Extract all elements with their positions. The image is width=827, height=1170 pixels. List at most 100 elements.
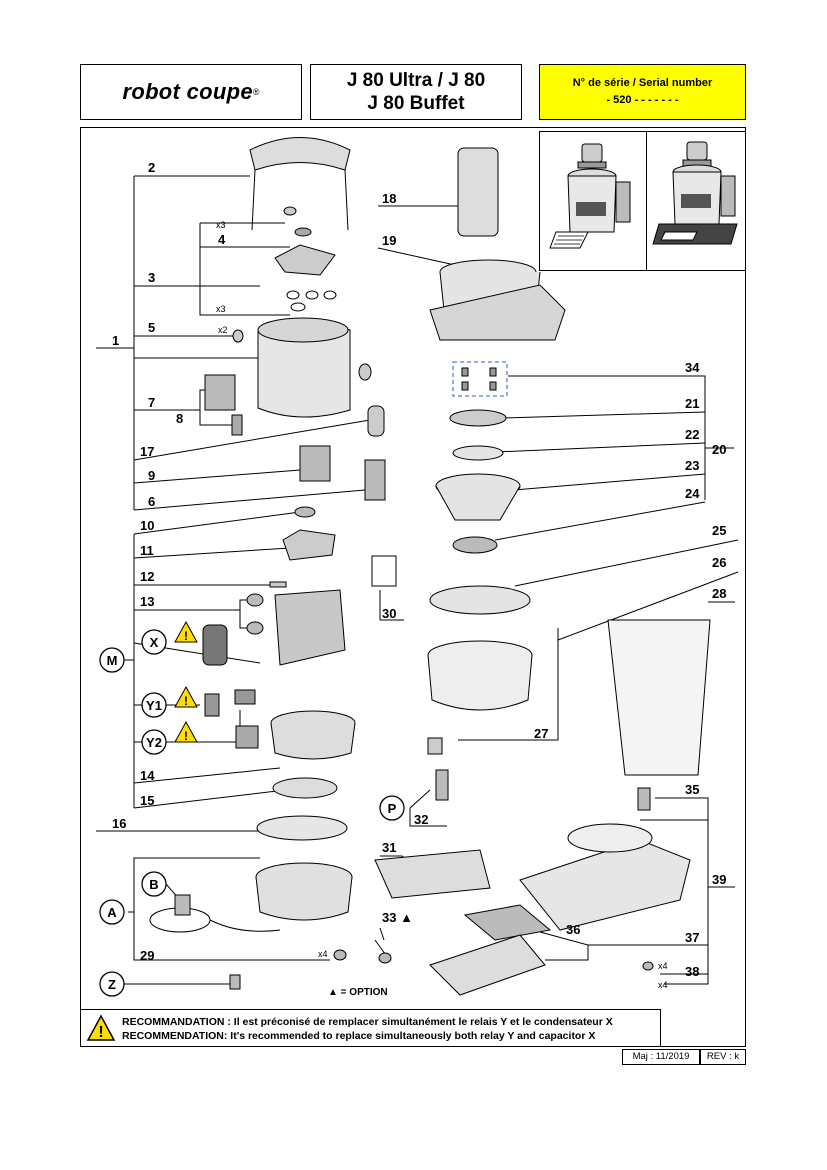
circle-y1 (141, 692, 167, 718)
juicer-thumbnail-1 (549, 143, 631, 249)
part-12-label: 12 (140, 569, 154, 584)
part-28-label: 28 (712, 586, 726, 601)
part-22-label: 22 (685, 427, 699, 442)
warning-y2-icon (174, 720, 198, 743)
option-legend: ▲ = OPTION (328, 987, 388, 998)
circle-b-label: B (149, 877, 158, 892)
drip-tray-part (374, 849, 491, 899)
qty-x3-upper: x3 (216, 220, 226, 230)
svg-text:!: ! (184, 729, 188, 743)
part-6-label: 6 (148, 494, 155, 509)
switch-part (204, 374, 236, 411)
qty-x4-feet: x4 (318, 949, 328, 959)
bearing-plate-part (274, 244, 336, 276)
motor-part (274, 589, 346, 666)
circle-y2-label: Y2 (146, 735, 162, 750)
circle-a-label: A (107, 905, 117, 920)
qty-x2: x2 (218, 325, 228, 335)
qty-x4-nut: x4 (658, 961, 668, 971)
juicer-thumbnail-2 (652, 141, 738, 245)
thumbnail-j80-buffet (646, 131, 746, 271)
serial-value: - 520 - - - - - - - (606, 94, 679, 106)
part-39-label: 39 (712, 872, 726, 887)
part-32-label: 32 (414, 812, 428, 827)
part-14-label: 14 (140, 768, 155, 783)
revision-code: REV : k (700, 1049, 746, 1065)
circle-y2 (141, 729, 167, 755)
svg-text:!: ! (184, 629, 188, 643)
model-title: J 80 Ultra / J 80 J 80 Buffet (310, 64, 522, 120)
part-number-labels: 1 2 3 4 5 6 7 8 9 10 11 12 13 14 15 16 1… (112, 160, 726, 979)
part-sketches (149, 137, 711, 996)
part-35-label: 35 (685, 782, 699, 797)
pulp-container-part (607, 619, 711, 776)
part-19-label: 19 (382, 233, 396, 248)
part-8-label: 8 (176, 411, 183, 426)
part-27-label: 27 (534, 726, 548, 741)
svg-text:!: ! (184, 694, 188, 708)
brand-logo: robot coupe® (80, 64, 302, 120)
circle-a (99, 899, 125, 925)
maj-date: Maj : 11/2019 (622, 1049, 700, 1065)
part-23-label: 23 (685, 458, 699, 473)
circle-y1-label: Y1 (146, 698, 162, 713)
part-24-label: 24 (685, 486, 700, 501)
screws-selection-box (452, 361, 508, 397)
part-18-label: 18 (382, 191, 396, 206)
part-7-label: 7 (148, 395, 155, 410)
recommendation-en: RECOMMENDATION: It's recommended to repl… (122, 1030, 596, 1042)
part-20-label: 20 (712, 442, 726, 457)
part-2-label: 2 (148, 160, 155, 175)
recommendation-box (80, 1009, 661, 1047)
circle-m (99, 647, 125, 673)
recommendation-fr: RECOMMANDATION : Il est préconisé de rem… (122, 1016, 613, 1028)
part-34-label: 34 (685, 360, 700, 375)
part-1-label: 1 (112, 333, 119, 348)
registered-mark: ® (252, 87, 260, 97)
circle-m-label: M (107, 653, 118, 668)
qty-x4-screw: x4 (658, 980, 668, 990)
circle-x (141, 629, 167, 655)
part-31-label: 31 (382, 840, 396, 855)
circle-markers (99, 629, 405, 997)
part-16-label: 16 (112, 816, 126, 831)
part-4-label: 4 (218, 232, 226, 247)
part-33-label: 33 ▲ (382, 910, 413, 925)
grater-disc-part (449, 409, 507, 427)
serial-label: N° de série / Serial number (572, 77, 713, 89)
label-sticker-part (371, 555, 397, 587)
part-11-label: 11 (140, 543, 154, 558)
part-3-label: 3 (148, 270, 155, 285)
buffet-stand-part (519, 839, 691, 931)
part-10-label: 10 (140, 518, 154, 533)
serial-number-box: N° de série / Serial number - 520 - - - … (539, 64, 746, 120)
warning-icon: ! (86, 1014, 116, 1041)
capacitor-part (202, 624, 228, 666)
fan-part (270, 722, 356, 760)
circle-p (379, 795, 405, 821)
bowl-ring-part (429, 585, 531, 615)
pusher-part (457, 147, 499, 237)
part-5-label: 5 (148, 320, 155, 335)
circle-p-label: P (388, 801, 397, 816)
warning-icons: ! ! ! (174, 620, 198, 743)
part-29-label: 29 (140, 948, 154, 963)
leader-lines (96, 175, 739, 985)
part-17-label: 17 (140, 444, 154, 459)
title-line-2: J 80 Buffet (367, 93, 465, 114)
circle-x-label: X (150, 635, 159, 650)
circle-z-label: Z (108, 977, 116, 992)
warning-y1-icon (174, 685, 198, 708)
part-26-label: 26 (712, 555, 726, 570)
part-30-label: 30 (382, 606, 396, 621)
qty-x3-lower: x3 (216, 304, 226, 314)
buffet-tray-part (429, 934, 546, 996)
part-37-label: 37 (685, 930, 699, 945)
part-36-label: 36 (566, 922, 580, 937)
warning-x-icon (174, 620, 198, 643)
top-cover-part (249, 137, 351, 171)
juice-bowl-part (427, 654, 533, 711)
part-13-label: 13 (140, 594, 154, 609)
title-line-1: J 80 Ultra / J 80 (346, 70, 486, 91)
